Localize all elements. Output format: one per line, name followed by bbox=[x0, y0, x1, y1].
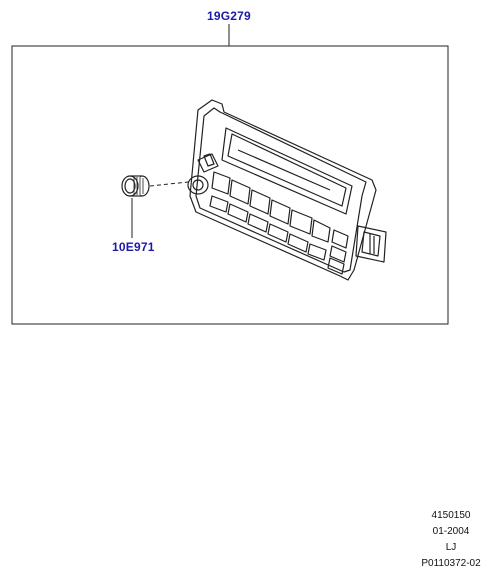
assembly-part-number: 19G279 bbox=[207, 9, 251, 23]
rotary-knob bbox=[121, 175, 150, 197]
knob-part-number: 10E971 bbox=[112, 240, 155, 254]
climate-control-panel bbox=[187, 99, 387, 281]
author-initials: LJ bbox=[445, 542, 457, 553]
illustration-date: 01-2004 bbox=[432, 526, 470, 537]
knob-alignment-line bbox=[149, 181, 189, 187]
reference-code: P0110372-02 bbox=[421, 558, 481, 569]
diagram-frame bbox=[11, 45, 449, 325]
illustration-id: 4150150 bbox=[431, 510, 471, 521]
